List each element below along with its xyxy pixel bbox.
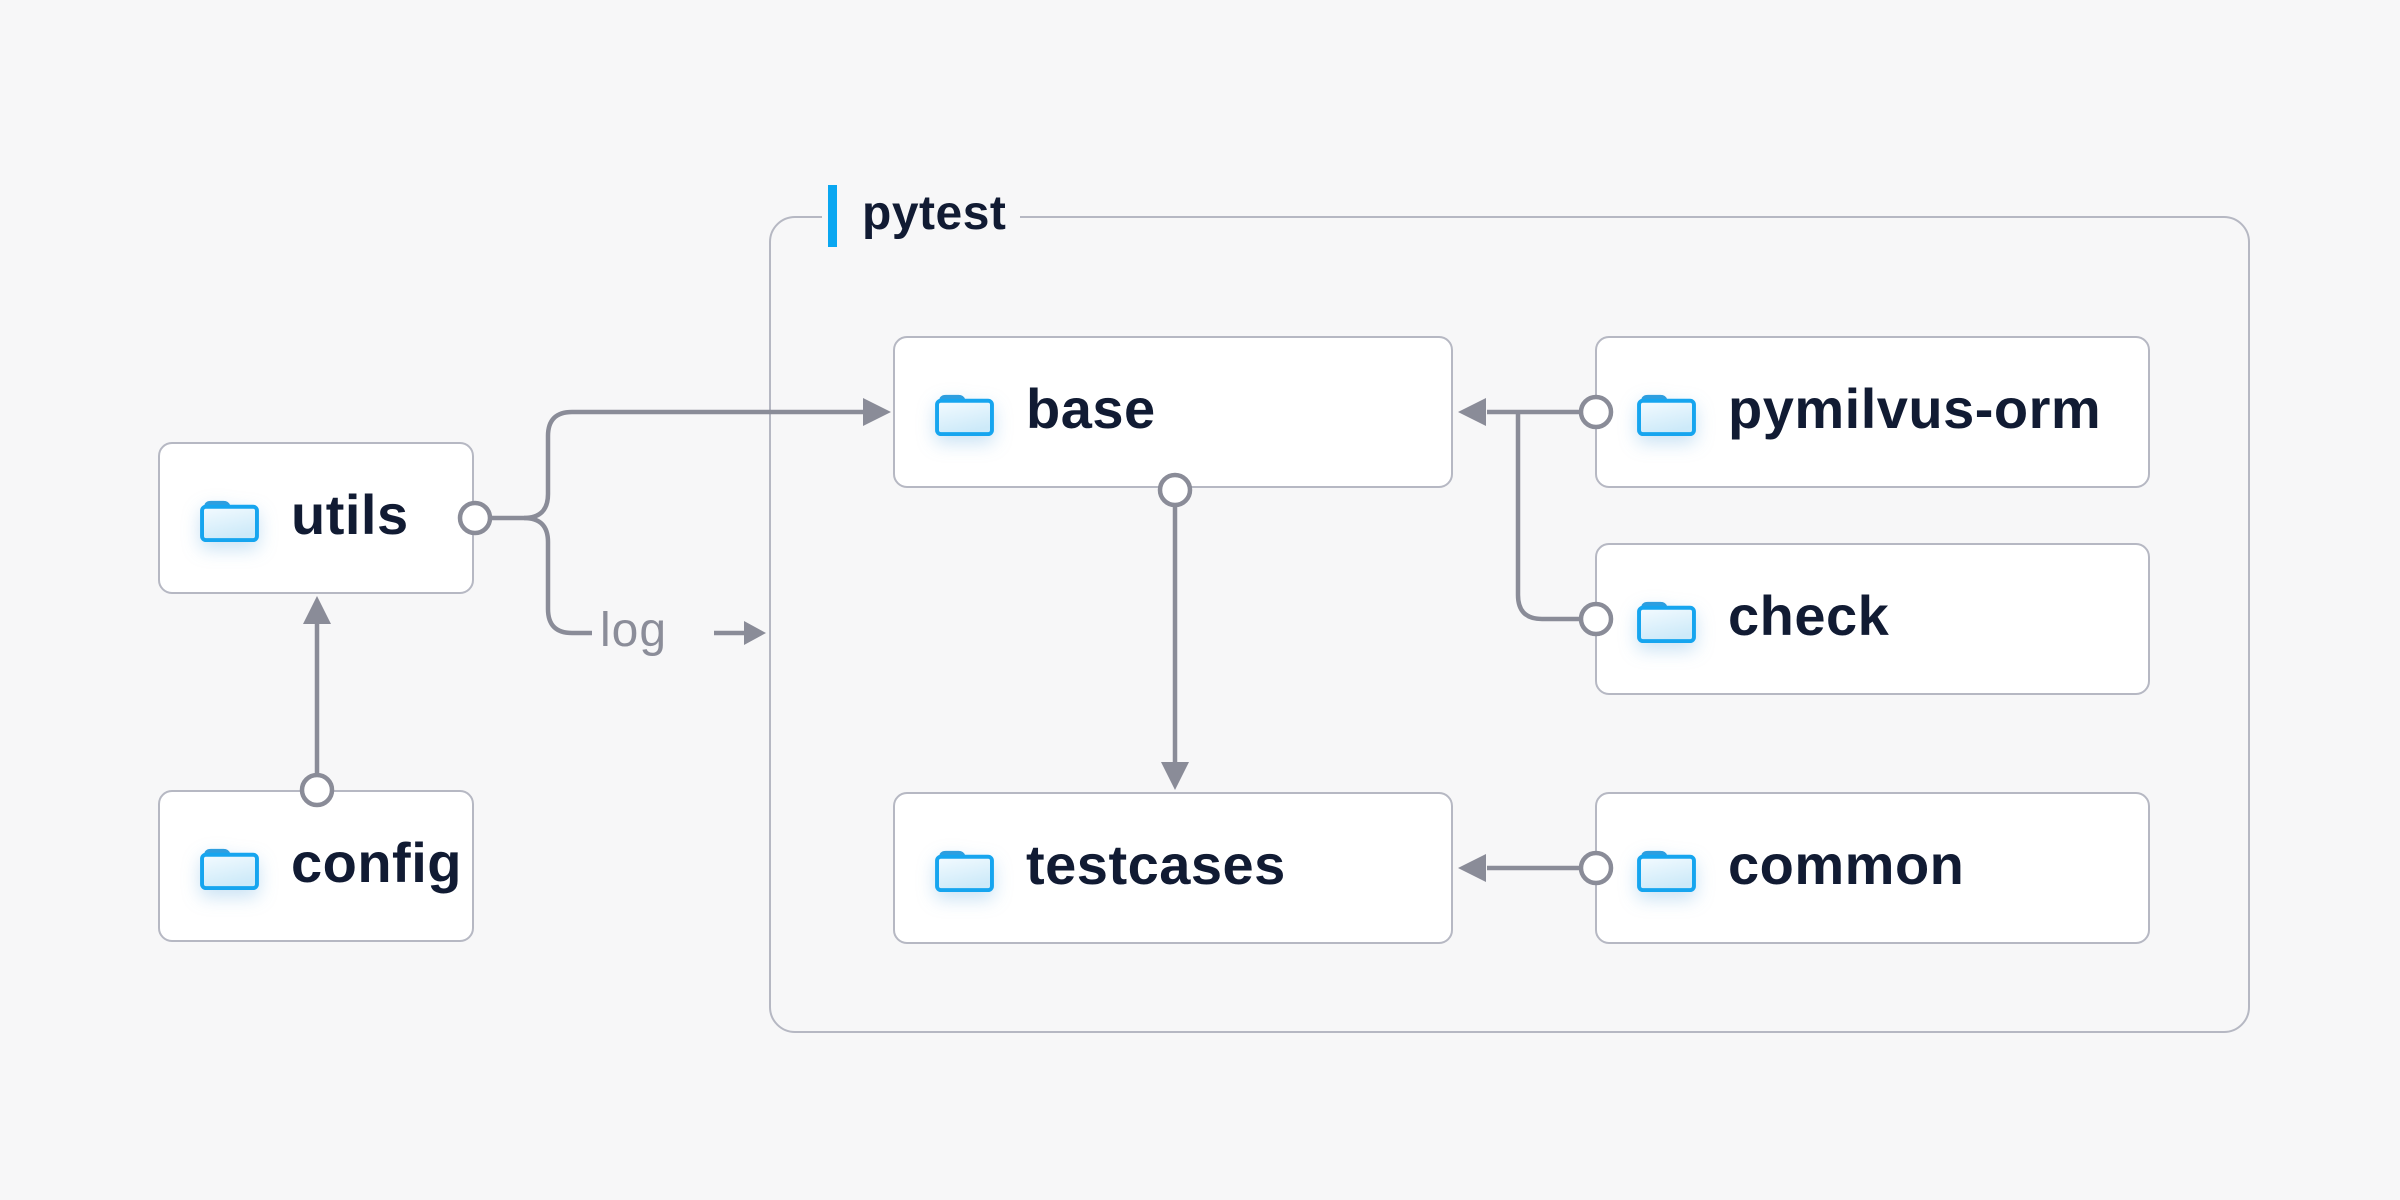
node-testcases: testcases <box>893 792 1453 944</box>
node-utils: utils <box>158 442 474 594</box>
folder-icon <box>1635 594 1698 645</box>
accent-bar-icon <box>828 185 837 247</box>
node-label: pymilvus-orm <box>1728 377 2102 440</box>
arrowhead-up-icon <box>303 596 331 624</box>
group-label-text: pytest <box>862 187 1007 240</box>
node-base: base <box>893 336 1453 488</box>
folder-icon <box>198 493 261 544</box>
node-label: common <box>1728 833 1965 896</box>
arrowhead-right-small-icon <box>744 621 766 645</box>
node-config: config <box>158 790 474 942</box>
node-label: base <box>1026 377 1156 440</box>
node-label: testcases <box>1026 833 1286 896</box>
pytest-group-container <box>769 216 2250 1033</box>
node-label: config <box>291 831 462 894</box>
folder-icon <box>1635 387 1698 438</box>
folder-icon <box>1635 843 1698 894</box>
node-check: check <box>1595 543 2150 695</box>
edge-utils-log <box>523 515 592 636</box>
pytest-group-label: pytest <box>822 183 1021 249</box>
folder-icon <box>198 841 261 892</box>
node-pymilvus-orm: pymilvus-orm <box>1595 336 2150 488</box>
folder-icon <box>933 387 996 438</box>
node-label: utils <box>291 483 409 546</box>
log-edge-label: log <box>600 604 668 657</box>
node-label: check <box>1728 584 1890 647</box>
node-common: common <box>1595 792 2150 944</box>
folder-icon <box>933 843 996 894</box>
